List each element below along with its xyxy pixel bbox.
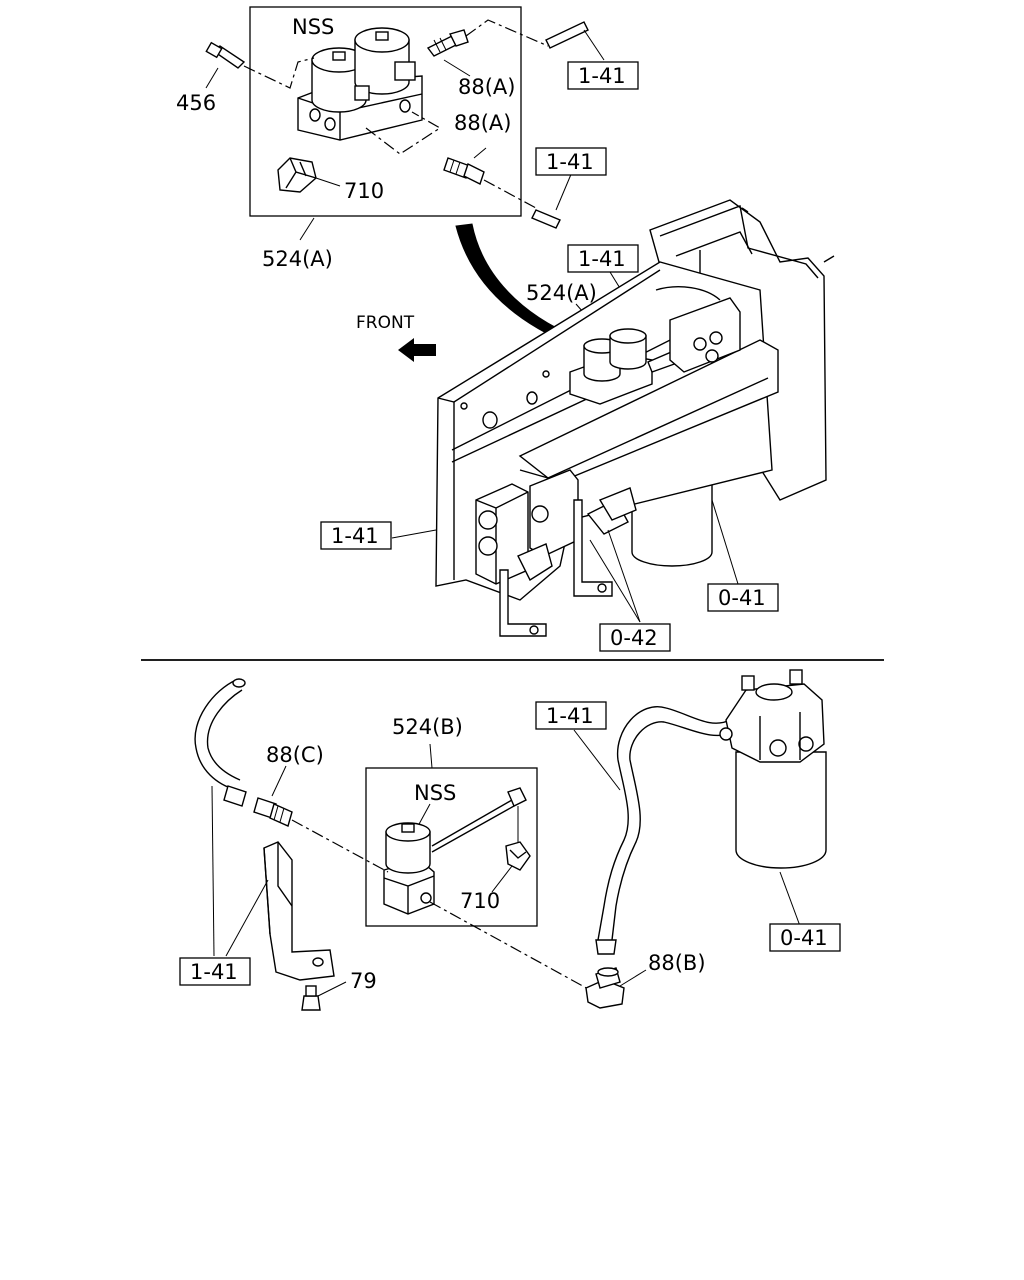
- clip-710-bottom: [505, 841, 531, 871]
- label-524a-bottom: 524(A): [262, 247, 333, 271]
- connector-88c: [253, 797, 293, 827]
- main-frame-assembly: [435, 199, 835, 637]
- solenoid-valve-524b: [383, 787, 527, 915]
- svg-text:0-41: 0-41: [780, 926, 828, 950]
- ref-box-1-41-c: 1-41: [567, 244, 639, 273]
- label-front: FRONT: [356, 313, 415, 333]
- svg-text:1-41: 1-41: [578, 247, 626, 271]
- fuel-pipe: [595, 706, 749, 955]
- label-nss-bottom: NSS: [414, 781, 456, 805]
- label-710-bottom: 710: [460, 889, 500, 913]
- ref-box-1-41-e: 1-41: [535, 701, 607, 730]
- label-524a-main: 524(A): [526, 281, 597, 305]
- label-710-top: 710: [344, 179, 384, 203]
- svg-text:0-42: 0-42: [610, 626, 658, 650]
- bracket-left: [263, 841, 335, 981]
- svg-text:1-41: 1-41: [578, 64, 626, 88]
- connector-88a-upper: [426, 29, 469, 57]
- hose-left: [194, 679, 237, 791]
- label-88a-2: 88(A): [454, 111, 511, 135]
- label-456: 456: [176, 91, 216, 115]
- ref-box-0-41-a: 0-41: [707, 583, 779, 612]
- label-nss-top: NSS: [292, 15, 334, 39]
- connector-88a-lower: [443, 157, 485, 185]
- solenoid-valve-524a-detail: [297, 27, 423, 141]
- svg-text:1-41: 1-41: [190, 960, 238, 984]
- hose-fitting: [223, 785, 247, 807]
- ref-box-1-41-f: 1-41: [179, 957, 251, 986]
- svg-text:0-41: 0-41: [718, 586, 766, 610]
- svg-text:1-41: 1-41: [546, 150, 594, 174]
- ref-box-1-41-a: 1-41: [567, 61, 639, 90]
- ref-box-0-41-b: 0-41: [769, 923, 841, 952]
- label-88a-1: 88(A): [458, 75, 515, 99]
- ref-box-0-42: 0-42: [599, 623, 671, 652]
- bolt-456: [205, 41, 246, 69]
- label-524b: 524(B): [392, 715, 463, 739]
- ref-box-1-41-d: 1-41: [320, 521, 392, 550]
- front-arrow-icon: [398, 338, 436, 362]
- svg-text:1-41: 1-41: [331, 524, 379, 548]
- fuel-filter: [719, 669, 827, 869]
- svg-text:1-41: 1-41: [546, 704, 594, 728]
- label-88b: 88(B): [648, 951, 706, 975]
- label-79: 79: [350, 969, 377, 993]
- label-88c: 88(C): [266, 743, 324, 767]
- pipe-stub-lower: [531, 209, 561, 229]
- bolt-79: [301, 985, 321, 1011]
- connector-88b: [585, 967, 625, 1009]
- ref-box-1-41-b: 1-41: [535, 147, 607, 176]
- pipe-stub-upper: [545, 21, 589, 49]
